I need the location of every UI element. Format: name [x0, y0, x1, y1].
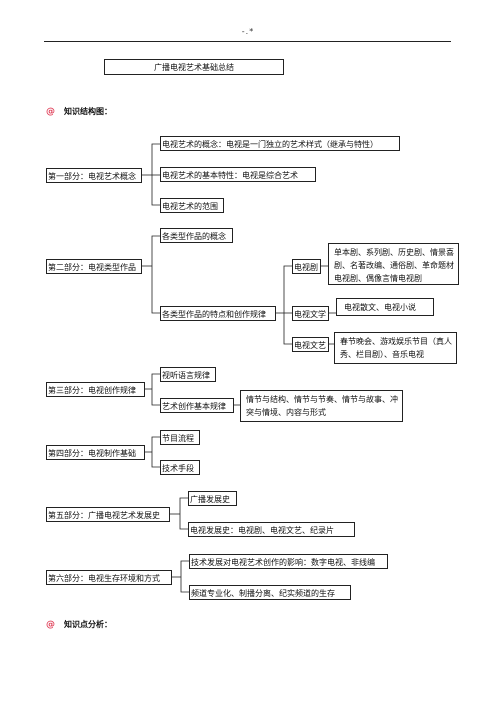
part-1-item-characteristics: 电视艺术的基本特性：电视是综合艺术 [160, 167, 316, 182]
document-title: 广播电视艺术基础总结 [104, 59, 284, 75]
section-structure: @ 知识结构图： [46, 106, 112, 117]
header-rule [44, 41, 451, 42]
part-6-box: 第六部分：电视生存环境和方式 [46, 570, 172, 585]
part-3-item-art-creation: 艺术创作基本规律 [160, 398, 234, 413]
section-structure-label: 知识结构图： [64, 107, 112, 116]
part-4-item-technique: 技术手段 [160, 460, 200, 475]
part-2-sub-tv-variety: 电视文艺 [292, 337, 329, 352]
part-6-item-technology: 技术发展对电视艺术创作的影响：数字电视、非线编 [189, 554, 388, 569]
part-2-detail-tv-variety: 春节晚会、游戏娱乐节目（真人秀、栏目剧）、音乐电视 [334, 332, 457, 364]
part-1-item-scope: 电视艺术的范围 [160, 198, 224, 213]
part-4-box: 第四部分：电视制作基础 [46, 445, 145, 460]
part-6-item-channel: 频道专业化、制播分离、纪实频道的生存 [189, 585, 351, 600]
part-3-box: 第三部分：电视创作规律 [46, 382, 145, 397]
section-analysis-label: 知识点分析： [64, 620, 112, 629]
part-2-item-concepts: 各类型作品的概念 [160, 228, 233, 243]
part-3-item-audiovisual: 视听语言规律 [160, 367, 216, 382]
at-bullet-icon: @ [46, 619, 55, 630]
part-2-sub-tv-literature: 电视文学 [292, 306, 329, 321]
section-analysis: @ 知识点分析： [46, 619, 112, 630]
part-1-item-concept: 电视艺术的概念：电视是一门独立的艺术样式（继承与特性） [160, 136, 400, 151]
part-2-box: 第二部分：电视类型作品 [46, 259, 142, 274]
part-5-box: 第五部分：广播电视艺术发展史 [46, 507, 170, 522]
part-1-box: 第一部分：电视艺术概念 [46, 168, 142, 183]
part-2-detail-tv-literature: 电视散文、电视小说 [336, 298, 434, 316]
part-2-detail-tv-drama: 单本剧、系列剧、历史剧、情景喜剧、名著改编、通俗剧、革命题材电视剧、偶像言情电视… [328, 243, 459, 285]
part-5-item-radio-history: 广播发展史 [188, 491, 237, 506]
page-header-mark: -.* [241, 27, 255, 36]
part-2-item-features: 各类型作品的特点和创作规律 [160, 306, 276, 321]
part-2-sub-tv-drama: 电视剧 [292, 259, 321, 274]
part-3-detail-plot: 情节与结构、情节与节奏、情节与故事、冲突与情境、内容与形式 [240, 390, 403, 422]
part-4-item-workflow: 节目流程 [160, 430, 200, 445]
part-5-item-tv-history: 电视发展史：电视剧、电视文艺、纪录片 [188, 522, 355, 537]
at-bullet-icon: @ [46, 106, 55, 117]
